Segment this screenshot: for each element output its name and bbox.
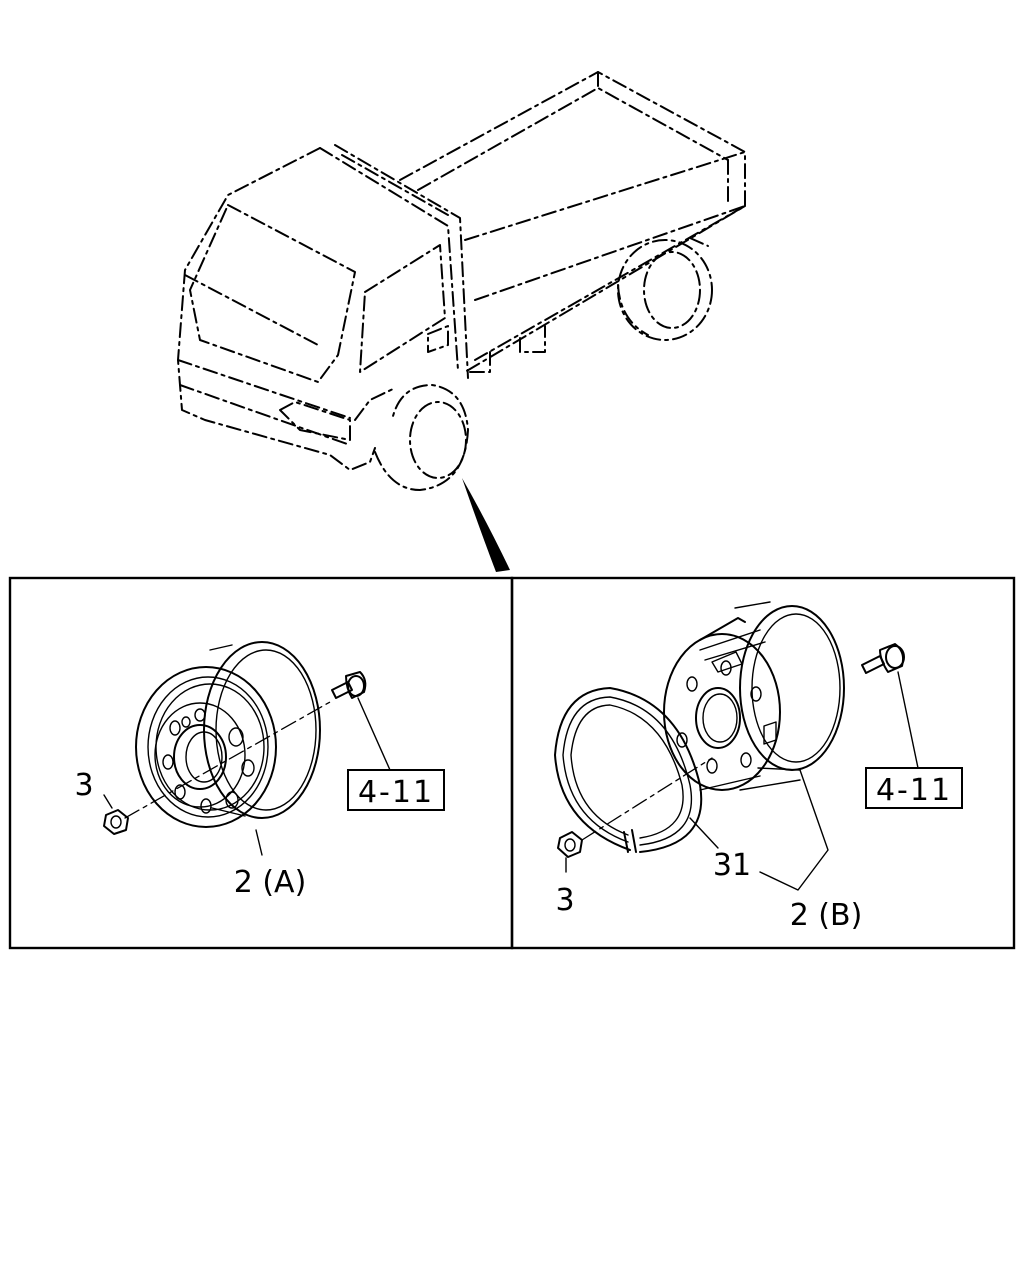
pointer-arrow — [462, 478, 510, 572]
ring-label: 31 — [713, 848, 751, 883]
wheel-a-center-line — [124, 701, 331, 819]
wheel-b-assembly — [554, 601, 919, 891]
nut-label-right: 3 — [555, 883, 574, 918]
panel-frame-right — [510, 576, 1016, 950]
ref-box-left — [347, 769, 445, 811]
wheel-a-disc — [154, 702, 255, 814]
leader-ring — [689, 817, 719, 849]
wheel-label-b: 2 (B) — [790, 898, 863, 933]
wheel-label-a: 2 (A) — [234, 865, 307, 900]
leader-wheel-a — [255, 829, 263, 856]
ref-box-right — [865, 767, 963, 809]
leader-nut-a — [103, 794, 113, 809]
ref-label-right: 4-11 — [876, 773, 952, 808]
front-wheel — [374, 384, 469, 491]
cargo-bed — [399, 71, 746, 373]
leader-bolt-b — [897, 671, 919, 769]
cab — [177, 144, 469, 471]
rear-wheel — [617, 239, 713, 341]
wheel-b-center-line — [581, 757, 713, 841]
wheel-b-hub-bolt — [861, 643, 905, 674]
wheel-b-disc — [663, 633, 781, 791]
nut-label-left: 3 — [74, 768, 93, 803]
ref-label-left: 4-11 — [358, 775, 434, 810]
wheel-a-assembly — [103, 641, 391, 856]
truck-illustration — [177, 71, 746, 572]
leader-bolt-a — [357, 697, 391, 771]
wheel-a-hub-bolt — [331, 671, 367, 699]
wheel-a-nut — [103, 809, 129, 835]
side-ring — [554, 687, 703, 853]
wheel-b-rim-back — [734, 601, 845, 771]
leader-wheel-b — [759, 769, 829, 891]
wheel-b-nut — [557, 831, 583, 858]
